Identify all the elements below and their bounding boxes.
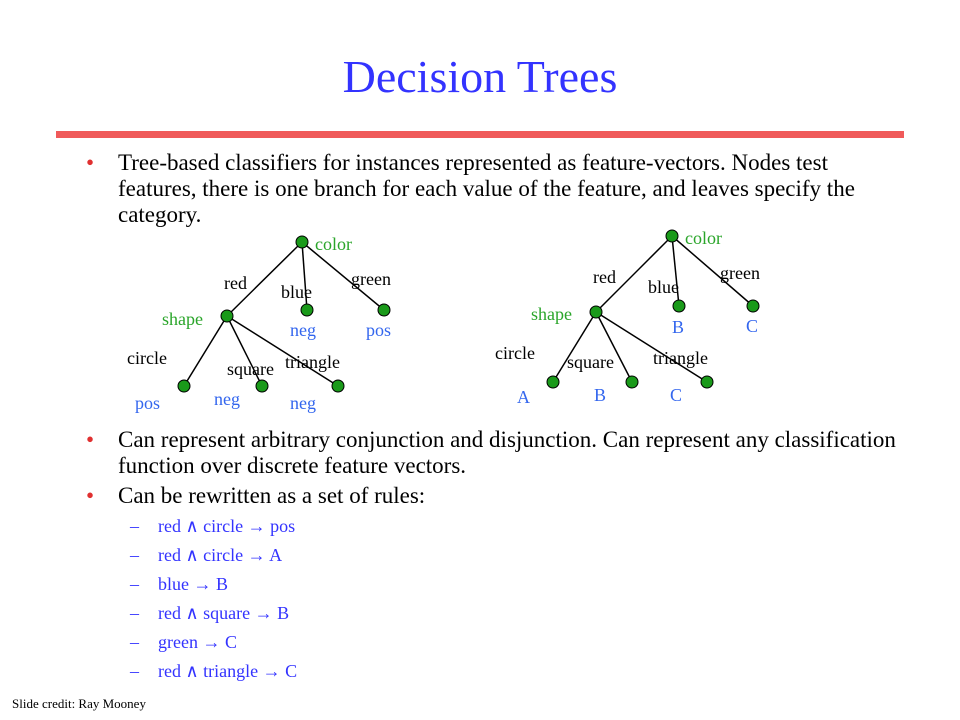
title-underline <box>56 131 904 138</box>
bullet-text: Tree-based classifiers for instances rep… <box>118 150 855 227</box>
leaf-node <box>746 299 760 313</box>
edge-label-red: red <box>593 267 616 287</box>
edge-label-triangle: triangle <box>285 352 340 372</box>
leaf-node <box>672 299 686 313</box>
leaf-label-triangle: neg <box>290 393 316 413</box>
leaf-label-blue: B <box>672 317 684 337</box>
edge-label-green: green <box>720 263 760 283</box>
edge-label-circle: circle <box>495 343 535 363</box>
leaf-node <box>255 379 269 393</box>
tree-2: color shape red blue green circle square… <box>495 228 760 407</box>
shape-feature-label: shape <box>162 309 203 329</box>
edge-label-red: red <box>224 273 247 293</box>
leaf-label-triangle: C <box>670 385 682 405</box>
tree-1: color shape red blue green circle square… <box>127 234 391 413</box>
bullet-text: Can be rewritten as a set of rules: <box>118 483 426 508</box>
bullet-text: Can represent arbitrary conjunction and … <box>118 427 896 478</box>
leaf-node <box>300 303 314 317</box>
rule-text: red ∧ circle → A <box>158 545 283 565</box>
rule-text: blue → B <box>158 574 228 594</box>
leaf-node <box>177 379 191 393</box>
root-feature-label: color <box>685 228 722 248</box>
root-feature-label: color <box>315 234 352 254</box>
leaf-label-circle: pos <box>135 393 160 413</box>
leaf-node <box>331 379 345 393</box>
edge-label-blue: blue <box>648 277 679 297</box>
root-node <box>295 235 309 249</box>
edge-label-blue: blue <box>281 282 312 302</box>
leaf-node <box>377 303 391 317</box>
rule-dash: – <box>130 661 139 681</box>
shape-feature-label: shape <box>531 304 572 324</box>
bullet-marker: • <box>86 483 95 508</box>
rule-text: red ∧ circle → pos <box>158 516 296 536</box>
shape-node <box>589 305 603 319</box>
slide-title: Decision Trees <box>342 51 618 102</box>
leaf-label-circle: A <box>517 387 530 407</box>
bullet-marker: • <box>86 427 95 452</box>
rule-text: red ∧ square → B <box>158 603 290 623</box>
rule-dash: – <box>130 632 139 652</box>
leaf-label-square: B <box>594 385 606 405</box>
root-node <box>665 229 679 243</box>
edge-label-square: square <box>227 359 274 379</box>
edge-label-green: green <box>351 269 391 289</box>
edge-label-triangle: triangle <box>653 348 708 368</box>
edge-label-circle: circle <box>127 348 167 368</box>
rule-text: red ∧ triangle → C <box>158 661 298 681</box>
leaf-label-green: pos <box>366 320 391 340</box>
leaf-label-green: C <box>746 316 758 336</box>
leaf-node <box>700 375 714 389</box>
rule-dash: – <box>130 545 139 565</box>
rule-dash: – <box>130 516 139 536</box>
rule-text: green → C <box>158 632 237 652</box>
bullet-marker: • <box>86 150 95 175</box>
leaf-node <box>546 375 560 389</box>
leaf-label-blue: neg <box>290 320 316 340</box>
slide-credit: Slide credit: Ray Mooney <box>12 696 146 711</box>
rule-dash: – <box>130 603 139 623</box>
leaf-node <box>625 375 639 389</box>
shape-node <box>220 309 234 323</box>
edge-label-square: square <box>567 352 614 372</box>
leaf-label-square: neg <box>214 389 240 409</box>
rule-dash: – <box>130 574 139 594</box>
